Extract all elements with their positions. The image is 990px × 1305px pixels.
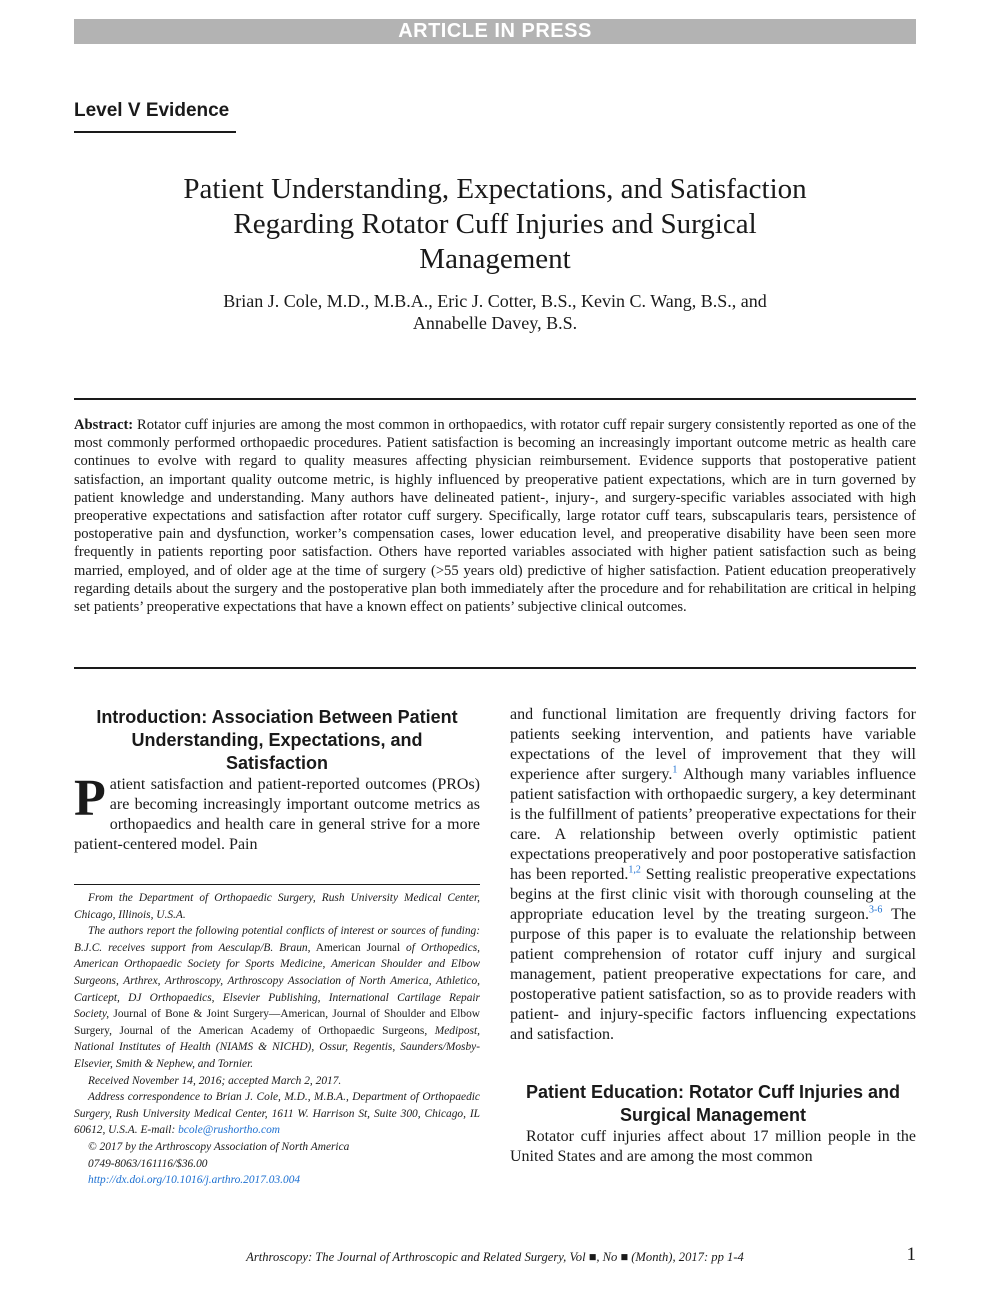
- left-column: Introduction: Association Between Patien…: [74, 706, 480, 855]
- abstract-top-rule: [74, 398, 916, 400]
- footnote-address: Address correspondence to Brian J. Cole,…: [74, 1089, 480, 1139]
- patient-education-paragraph: Rotator cuff injuries affect about 17 mi…: [510, 1128, 916, 1165]
- heading-line: Satisfaction: [225, 753, 329, 773]
- citation-link[interactable]: 1,2: [628, 864, 641, 876]
- coi-part: The authors report the following potenti…: [74, 925, 480, 954]
- footnote-copyright: © 2017 by the Arthroscopy Association of…: [88, 1140, 350, 1153]
- footnotes: From the Department of Orthopaedic Surge…: [74, 890, 480, 1189]
- abstract: Abstract: Rotator cuff injuries are amon…: [74, 416, 916, 616]
- intro-heading: Introduction: Association Between Patien…: [74, 706, 480, 775]
- drop-cap: P: [74, 770, 106, 827]
- heading-line: Understanding, Expectations, and: [131, 730, 423, 750]
- citation-link[interactable]: 1: [672, 764, 678, 776]
- title-line: Management: [419, 243, 571, 275]
- heading-line: Surgical Management: [619, 1105, 807, 1125]
- coi-part: of Orthopedics, American Orthopaedic Soc…: [74, 941, 480, 1021]
- author-list: Brian J. Cole, M.D., M.B.A., Eric J. Cot…: [120, 290, 870, 334]
- footnote-rule: [74, 884, 480, 885]
- doi-link[interactable]: http://dx.doi.org/10.1016/j.arthro.2017.…: [88, 1174, 301, 1187]
- authors-line: Annabelle Davey, B.S.: [412, 313, 578, 333]
- address-text: Address correspondence to Brian J. Cole,…: [74, 1091, 480, 1137]
- level-underline: [74, 131, 236, 133]
- heading-line: Patient Education: Rotator Cuff Injuries…: [525, 1082, 900, 1102]
- coi-part: Journal of Bone & Joint Surgery—American…: [74, 1008, 480, 1037]
- para-text: and functional limitation are frequently…: [510, 706, 916, 783]
- footnote-issn: 0749-8063/161116/$36.00: [88, 1157, 208, 1170]
- footnote-affiliation: From the Department of Orthopaedic Surge…: [74, 892, 480, 921]
- coi-part: American Journal: [310, 941, 401, 954]
- title-line: Regarding Rotator Cuff Injuries and Surg…: [233, 208, 757, 240]
- intro-continued-paragraph: and functional limitation are frequently…: [510, 705, 916, 1045]
- abstract-text: Rotator cuff injuries are among the most…: [74, 417, 916, 616]
- right-column: and functional limitation are frequently…: [510, 705, 916, 1167]
- para-text: Although many variables influence patien…: [510, 766, 916, 883]
- email-link[interactable]: bcole@rushortho.com: [178, 1124, 281, 1137]
- coi-part: Medipost, National Institutes of Health …: [74, 1024, 480, 1070]
- heading-line: Introduction: Association Between Patien…: [96, 707, 458, 727]
- intro-text: atient satisfaction and patient-reported…: [74, 776, 480, 853]
- footnote-conflicts: The authors report the following potenti…: [74, 923, 480, 1072]
- authors-line: Brian J. Cole, M.D., M.B.A., Eric J. Cot…: [223, 291, 767, 311]
- footnote-received: Received November 14, 2016; accepted Mar…: [88, 1074, 342, 1087]
- page-number: 1: [906, 1244, 917, 1265]
- article-title: Patient Understanding, Expectations, and…: [120, 172, 870, 277]
- citation-link[interactable]: 3-6: [869, 904, 883, 916]
- para-text: Setting realistic preoperative expectati…: [510, 866, 916, 923]
- journal-citation: Arthroscopy: The Journal of Arthroscopic…: [246, 1250, 744, 1264]
- para-text: The purpose of this paper is to evaluate…: [510, 906, 916, 1043]
- patient-education-heading: Patient Education: Rotator Cuff Injuries…: [510, 1081, 916, 1127]
- abstract-bottom-rule: [74, 667, 916, 669]
- title-line: Patient Understanding, Expectations, and…: [183, 173, 807, 205]
- article-in-press-banner: ARTICLE IN PRESS: [74, 19, 916, 44]
- footnote-doi: http://dx.doi.org/10.1016/j.arthro.2017.…: [74, 1172, 480, 1189]
- evidence-level: Level V Evidence: [74, 100, 230, 121]
- page-footer: Arthroscopy: The Journal of Arthroscopic…: [74, 1244, 916, 1268]
- abstract-label: Abstract:: [74, 417, 134, 433]
